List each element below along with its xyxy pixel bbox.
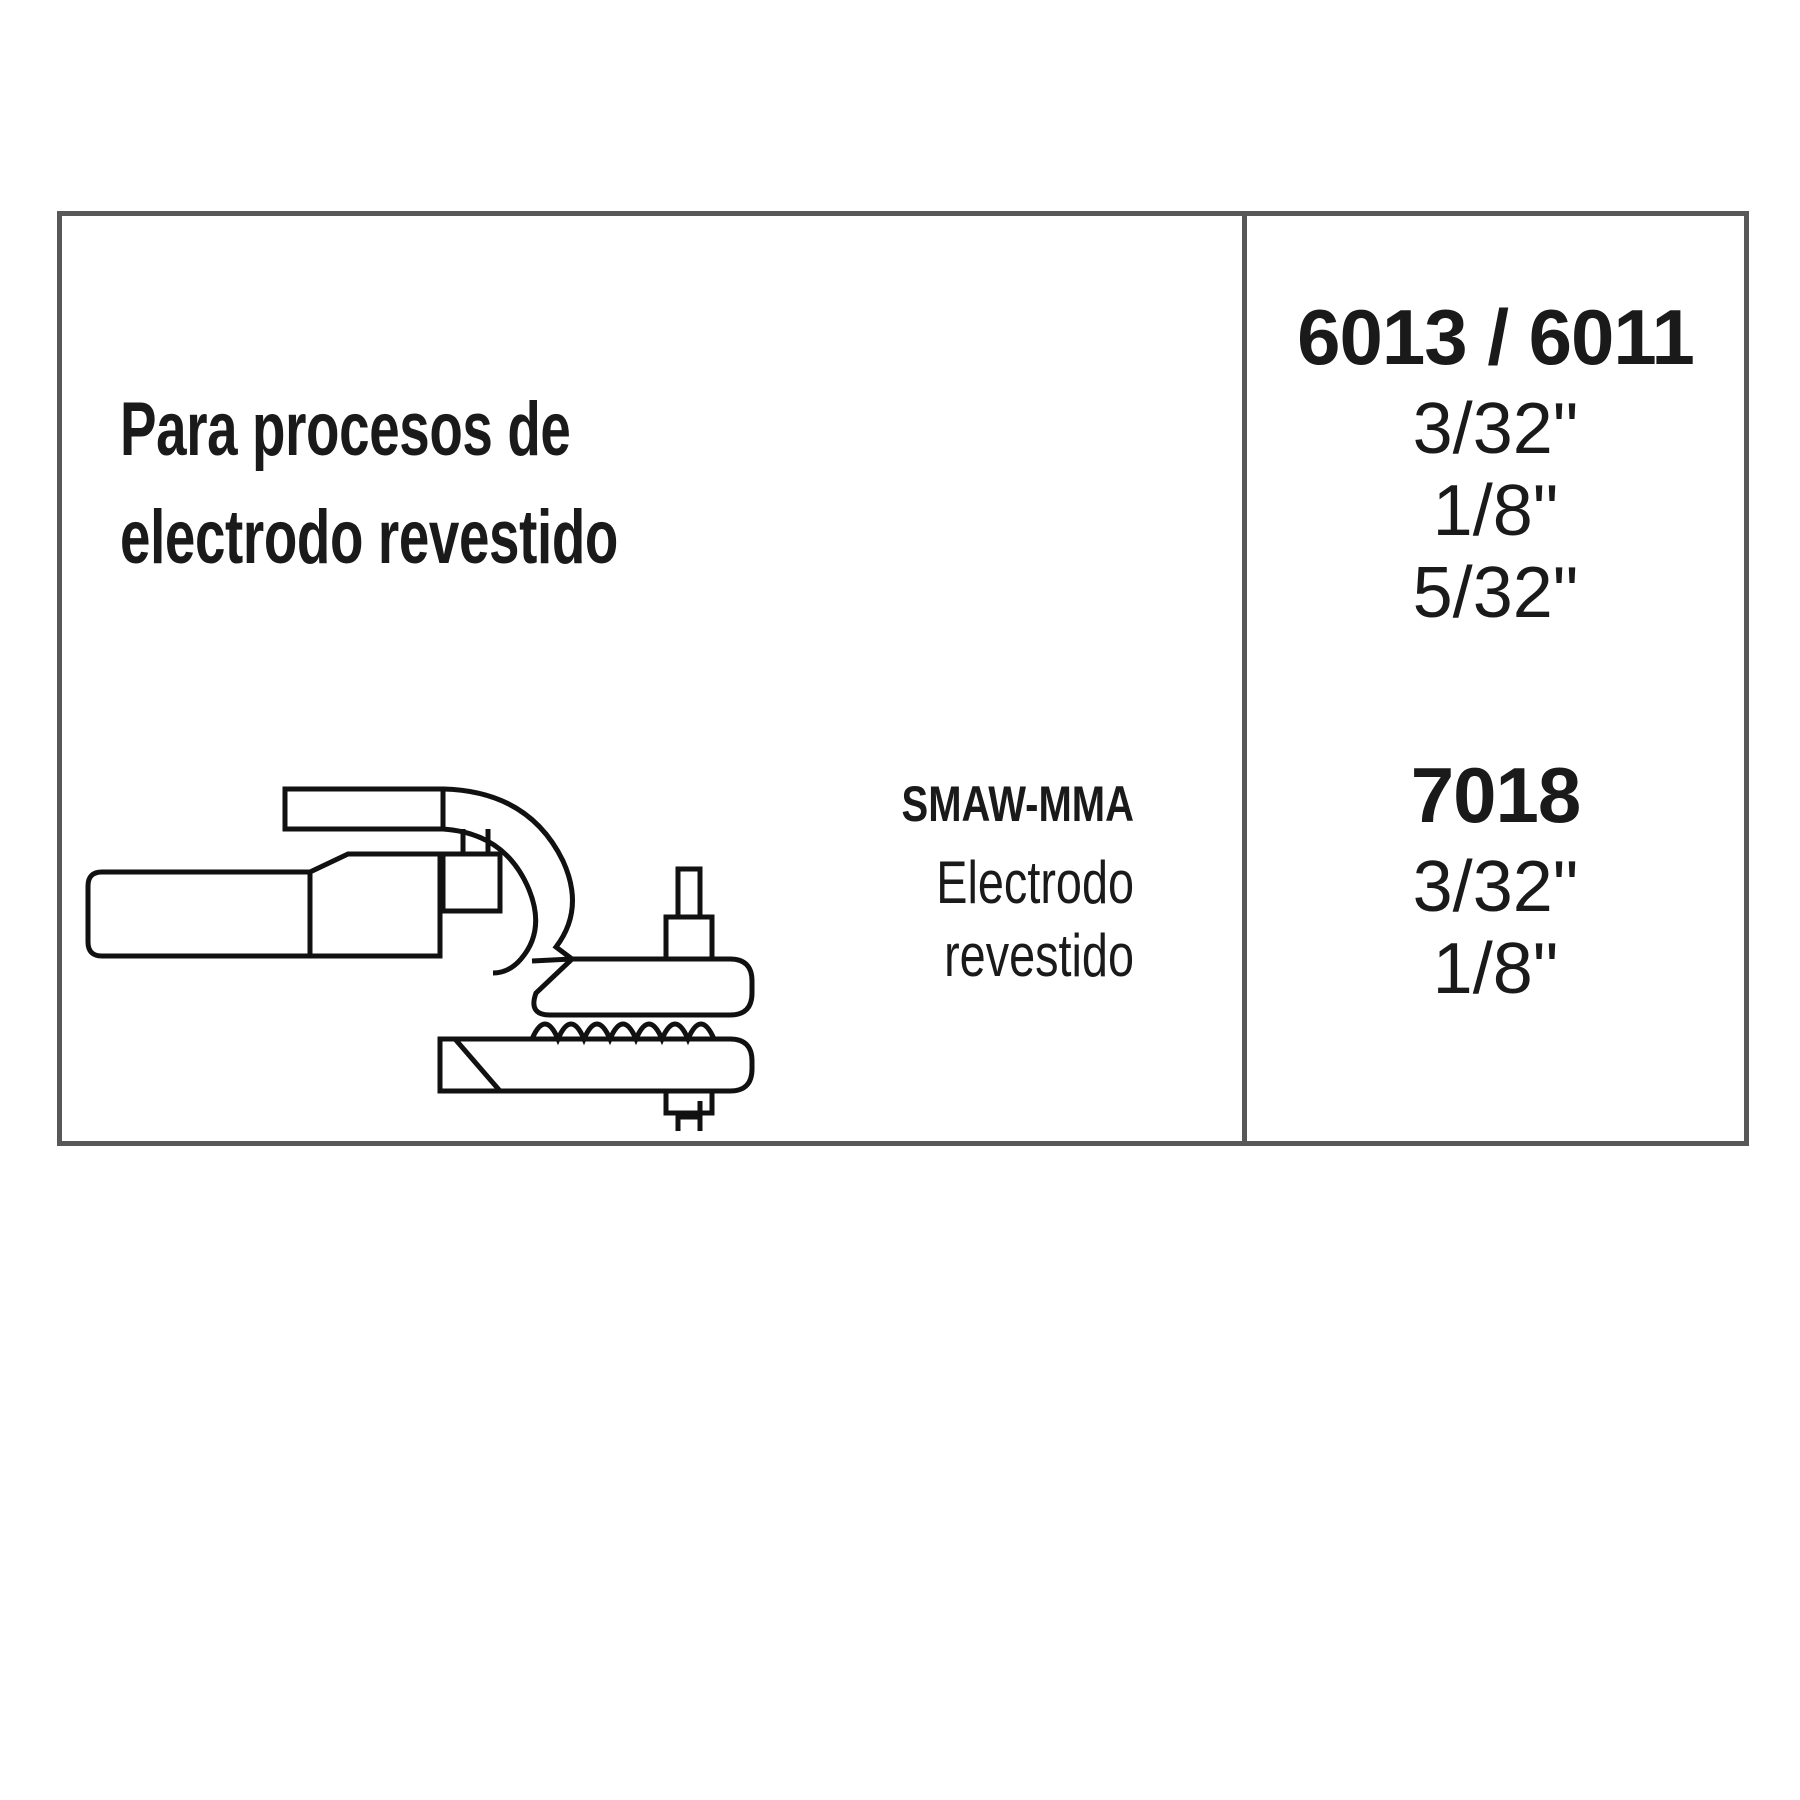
lower-jaw-bevel [453, 1037, 502, 1093]
process-description-line-1: Electrodo [936, 849, 1134, 916]
electrode-size: 1/8" [1432, 929, 1559, 1010]
left-column: Para procesos de electrodo revestido SMA… [62, 216, 1242, 1141]
cable-sleeve-shape [85, 869, 313, 959]
upper-jaw-arm-inner [285, 826, 539, 976]
electrode-size: 3/32" [1412, 389, 1579, 469]
process-label-block: SMAW-MMA Electrodo revestido [714, 776, 1134, 992]
electrode-size: 1/8" [1432, 471, 1559, 552]
process-code: SMAW-MMA [901, 776, 1134, 832]
page-title: Para procesos de electrodo revestido [120, 376, 768, 592]
electrode-sizes-column: 6013 / 6011 3/32" 1/8" 5/32" 7018 3/32" … [1247, 216, 1744, 1141]
lower-jaw [437, 1036, 755, 1094]
lever-arm-bar [282, 786, 446, 832]
collar-shape [307, 851, 443, 959]
electrode-name: 7018 [1410, 751, 1582, 839]
electrode-coating-bottom [663, 1088, 715, 1116]
upper-jaw [531, 956, 755, 1018]
electrode-group: 6013 / 6011 3/32" 1/8" 5/32" [1247, 298, 1744, 634]
electrode-size: 3/32" [1412, 847, 1579, 927]
process-description-line-2: revestido [944, 922, 1134, 990]
headline-line-1: Para procesos de [120, 387, 571, 472]
headline-line-2: electrodo revestido [120, 494, 618, 580]
process-description: Electrodo revestido [806, 846, 1134, 992]
electrode-size: 5/32" [1412, 553, 1579, 634]
pivot-block [440, 851, 503, 914]
electrode-size-list: 3/32" 1/8" [1247, 846, 1744, 1010]
electrode-name: 6013 / 6011 [1297, 293, 1695, 381]
column-divider [1242, 216, 1247, 1141]
upper-jaw-arm-outer [285, 786, 580, 964]
electrode-rod-top [675, 866, 703, 920]
electrode-holder-icon [80, 721, 760, 1131]
electrode-group: 7018 3/32" 1/8" [1247, 756, 1744, 1010]
specification-panel: Para procesos de electrodo revestido SMA… [57, 211, 1749, 1146]
electrode-coating-top [663, 914, 715, 962]
jaw-serration [529, 1021, 717, 1046]
electrode-size-list: 3/32" 1/8" 5/32" [1247, 388, 1744, 634]
